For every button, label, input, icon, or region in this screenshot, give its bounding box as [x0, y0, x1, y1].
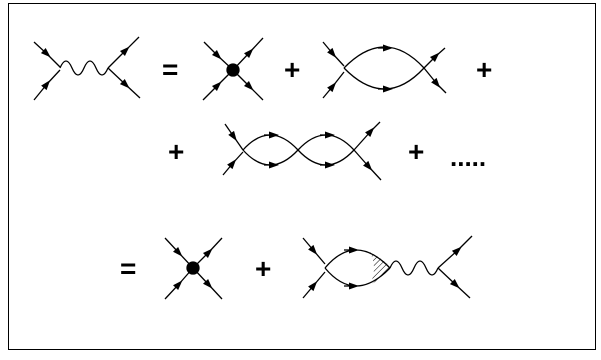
equals-sign-1: = [162, 54, 179, 85]
two-loop-chain-diagram [222, 121, 382, 181]
wavy-propagator [59, 60, 109, 76]
plus-sign-3: + [168, 136, 185, 167]
one-loop-bubble-diagram [322, 41, 447, 99]
vertex-dot [226, 63, 240, 77]
plus-sign-2: + [476, 54, 493, 85]
plus-sign-4: + [408, 136, 425, 167]
diagram-frame [8, 3, 596, 350]
point-vertex-diagram-2 [164, 237, 223, 300]
lhs-exchange-diagram [33, 36, 141, 101]
point-vertex-diagram-1 [202, 37, 264, 101]
equals-sign-2: = [120, 253, 137, 284]
wavy-propagator [389, 260, 439, 276]
ellipsis: ..... [450, 142, 487, 172]
plus-sign-5: + [255, 253, 272, 284]
plus-sign-1: + [284, 54, 301, 85]
hatched-blob [370, 252, 390, 285]
vertex-dot [186, 261, 200, 275]
resummed-exchange-diagram [302, 235, 473, 299]
